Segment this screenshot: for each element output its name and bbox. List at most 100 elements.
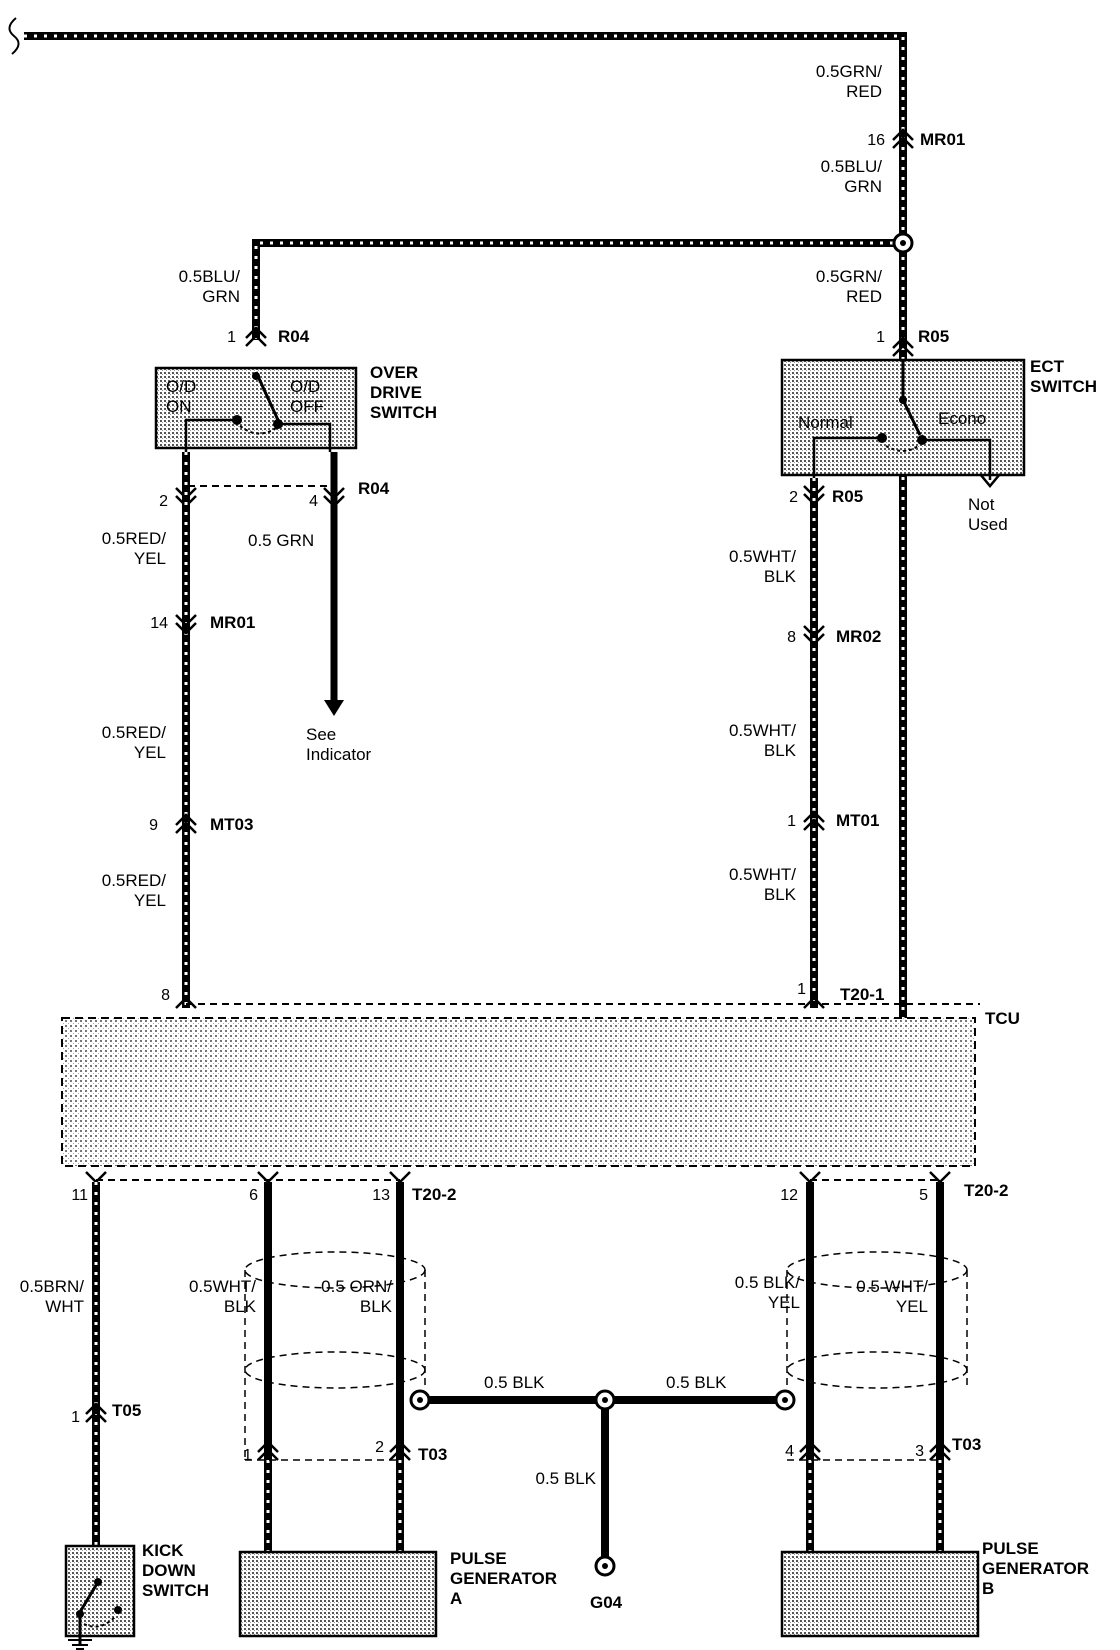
connector-mr01-mid-chevron xyxy=(175,614,197,635)
connector-label-r04-top: R04 xyxy=(278,327,310,346)
connector-label-t20-2-left: T20-2 xyxy=(412,1185,456,1204)
connector-label-r04-bottom: R04 xyxy=(358,479,390,498)
pin-t03-3: 3 xyxy=(915,1443,924,1460)
connector-t05-chevron xyxy=(85,1402,107,1423)
wire-label-ect-grn-red: 0.5GRN/RED xyxy=(816,267,882,306)
pin-r05-top: 1 xyxy=(876,329,885,346)
wire-break-symbol xyxy=(8,17,20,55)
connector-mr01-top-chevron xyxy=(892,128,914,149)
wire-pga-lower-harness xyxy=(266,1460,402,1552)
pin-t20-2-12: 12 xyxy=(780,1187,798,1204)
wire-label-od-red-yel-2: 0.5RED/YEL xyxy=(102,723,167,762)
pin-t20-2-13: 13 xyxy=(372,1187,390,1204)
pin-mr02: 8 xyxy=(787,629,796,646)
kd-switch-arc xyxy=(83,1615,117,1628)
pin-r05-2: 2 xyxy=(789,489,798,506)
shield-pulse-b xyxy=(786,1251,968,1461)
od-switch-lever xyxy=(254,371,280,421)
connector-t03-pin1-chevron xyxy=(257,1440,279,1461)
wire-label-od-blu-grn: 0.5BLU/GRN xyxy=(179,267,241,306)
kick-down-switch-box xyxy=(64,1544,136,1638)
ect-econo-label: Econo xyxy=(938,409,986,428)
wire-label-od-grn: 0.5 GRN xyxy=(248,531,314,550)
wire-label-ect-wht-blk-3: 0.5WHT/BLK xyxy=(729,865,797,904)
connector-t20-1-left-chevron xyxy=(175,996,197,1009)
pulse-generator-a-box xyxy=(238,1550,438,1638)
wire-label-pgb-wht-yel: 0.5 WHT/YEL xyxy=(856,1277,928,1316)
pin-mr01-mid: 14 xyxy=(150,615,168,632)
od-internal-right xyxy=(278,422,332,452)
connector-mt01-chevron xyxy=(803,810,825,831)
pin-r04-4: 4 xyxy=(309,493,318,510)
connector-label-t20-1: T20-1 xyxy=(840,985,884,1004)
pin-t20-1-left: 8 xyxy=(161,987,170,1004)
pin-r04-top: 1 xyxy=(227,329,236,346)
connector-r05-pin2-chevron xyxy=(803,485,825,506)
shield-drain-a-center xyxy=(417,1397,423,1403)
wire-label-ect-wht-blk-1: 0.5WHT/BLK xyxy=(729,547,797,586)
pin-t03-1: 1 xyxy=(243,1447,252,1464)
ground-g04-center xyxy=(602,1563,608,1569)
connector-t20-1-right-chevron xyxy=(803,996,825,1009)
pin-mr01-top: 16 xyxy=(867,132,885,149)
connector-mr02-chevron xyxy=(803,625,825,646)
wire-pgb-lower-harness xyxy=(808,1460,942,1552)
pulse-generator-b-box xyxy=(780,1550,980,1638)
pin-t20-2-11: 11 xyxy=(71,1187,88,1204)
wire-top-harness xyxy=(24,32,907,1020)
connector-label-t20-2-right: T20-2 xyxy=(964,1181,1008,1200)
ground-splice-center xyxy=(602,1397,608,1403)
splice-junction-center xyxy=(900,240,906,246)
component-label-tcu: TCU xyxy=(985,1009,1020,1028)
wire-label-od-red-yel-3: 0.5RED/YEL xyxy=(102,871,167,910)
connector-r04-top-chevron xyxy=(245,326,267,347)
connector-mt03-chevron xyxy=(175,813,197,834)
ect-normal-label: Normal xyxy=(798,413,853,432)
pin-t20-1-right: 1 xyxy=(797,981,806,998)
pin-t20-2-6: 6 xyxy=(249,1187,258,1204)
kd-contact-b xyxy=(114,1606,122,1614)
ect-internal-right xyxy=(922,438,992,480)
pin-t03-2: 2 xyxy=(375,1439,384,1456)
wire-label-gnd-left: 0.5 BLK xyxy=(484,1373,545,1392)
connector-label-mr02: MR02 xyxy=(836,627,881,646)
wire-label-pga-wht-blk: 0.5WHT/BLK xyxy=(189,1277,257,1316)
connector-label-t05: T05 xyxy=(112,1401,141,1420)
wire-label-gnd-down: 0.5 BLK xyxy=(536,1469,597,1488)
ect-switch-lever xyxy=(901,399,922,436)
overdrive-switch-box xyxy=(154,366,358,450)
connector-t03-pin3-chevron xyxy=(929,1440,951,1461)
wire-label-pgb-blk-yel: 0.5 BLK/YEL xyxy=(735,1273,800,1312)
pin-t20-2-5: 5 xyxy=(919,1187,928,1204)
connector-t20-2-pin13-chevron xyxy=(389,1171,411,1184)
connector-label-mr01-mid: MR01 xyxy=(210,613,255,632)
connector-label-r05-bottom: R05 xyxy=(832,487,863,506)
component-label-ground: G04 xyxy=(590,1593,623,1612)
od-switch-pivot xyxy=(252,372,260,380)
connector-label-r05-top: R05 xyxy=(918,327,949,346)
pin-mt03: 9 xyxy=(149,817,158,834)
wire-label-kd-brn-wht: 0.5BRN/WHT xyxy=(20,1277,85,1316)
wire-label-top-blu-grn: 0.5BLU/GRN xyxy=(821,157,883,196)
ect-switch-pivot xyxy=(899,396,907,404)
pin-t03-4: 4 xyxy=(785,1443,794,1460)
pin-t05: 1 xyxy=(71,1409,80,1426)
wire-label-ect-wht-blk-2: 0.5WHT/BLK xyxy=(729,721,797,760)
connector-label-mr01-top: MR01 xyxy=(920,130,965,149)
connector-r05-top-chevron xyxy=(892,336,914,357)
connector-label-mt01: MT01 xyxy=(836,811,879,830)
ect-switch-arc xyxy=(885,445,919,452)
wire-label-pga-orn-blk: 0.5 ORN/BLK xyxy=(321,1277,393,1316)
connector-t03-pin2-chevron xyxy=(389,1440,411,1461)
kd-ground-icon xyxy=(68,1639,92,1650)
wire-label-od-red-yel-1: 0.5RED/YEL xyxy=(102,529,167,568)
od-internal-left xyxy=(184,418,237,452)
od-switch-arc xyxy=(239,425,277,435)
